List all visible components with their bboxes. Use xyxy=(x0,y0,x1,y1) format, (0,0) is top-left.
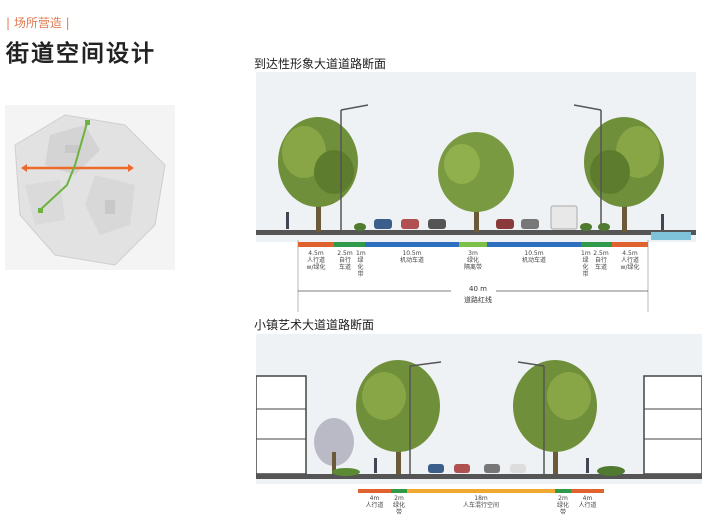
segment-bar-sidewalk-right xyxy=(571,489,604,493)
segment-bar-sidewalk-right xyxy=(612,242,648,247)
segment-bar-bike-left xyxy=(334,242,356,247)
segment-label: 2.5m 自行 车道 xyxy=(337,250,353,271)
segment-label: 2m 绿化带 xyxy=(556,495,569,516)
page-title: 街道空间设计 xyxy=(6,41,156,67)
segment-bar-lanes-left xyxy=(365,242,459,247)
section2-illustration xyxy=(255,334,703,489)
segment-label: 2.5m 自行 车道 xyxy=(593,250,609,271)
segment-label: 18m 人车混行空间 xyxy=(462,495,499,509)
section1-segment-bar xyxy=(298,242,648,247)
segment-bar-green-right xyxy=(555,489,571,493)
segment-label: 4m 人行道 xyxy=(365,495,384,509)
section2-segment-bar xyxy=(358,489,604,493)
segment-label: 2m 绿化带 xyxy=(392,495,405,516)
segment-bar-green-right xyxy=(581,242,590,247)
segment-label: 3m 绿化 隔离带 xyxy=(463,250,482,271)
segment-label: 1m 绿 化 带 xyxy=(356,250,366,278)
segment-bar-green-left xyxy=(391,489,407,493)
route-green-line xyxy=(39,122,88,211)
total-width-label: 40 m xyxy=(469,285,487,293)
segment-label: 4m 人行道 xyxy=(578,495,597,509)
segment-label: 10.5m 机动车道 xyxy=(521,250,546,264)
section-kicker: | 场所营造 | xyxy=(6,16,70,30)
segment-bar-lanes-right xyxy=(487,242,581,247)
segment-bar-sidewalk-left xyxy=(358,489,391,493)
segment-label: 1m 绿 化 带 xyxy=(581,250,591,278)
segment-label: 4.5m 人行道 w/绿化 xyxy=(306,250,326,271)
segment-bar-bike-right xyxy=(590,242,612,247)
segment-label: 10.5m 机动车道 xyxy=(399,250,424,264)
segment-label: 4.5m 人行道 w/绿化 xyxy=(620,250,640,271)
site-map xyxy=(5,105,175,270)
segment-bar-shared-space xyxy=(407,489,555,493)
section2-title: 小镇艺术大道道路断面 xyxy=(254,318,375,332)
section1-title: 到达性形象大道道路断面 xyxy=(254,57,387,71)
segment-bar-median xyxy=(459,242,487,247)
segment-bar-sidewalk-left xyxy=(298,242,334,247)
segment-bar-green-left xyxy=(356,242,365,247)
site-map-drawing xyxy=(5,105,175,270)
section1-illustration xyxy=(256,72,696,312)
red-line-label: 道路红线 xyxy=(464,296,492,304)
